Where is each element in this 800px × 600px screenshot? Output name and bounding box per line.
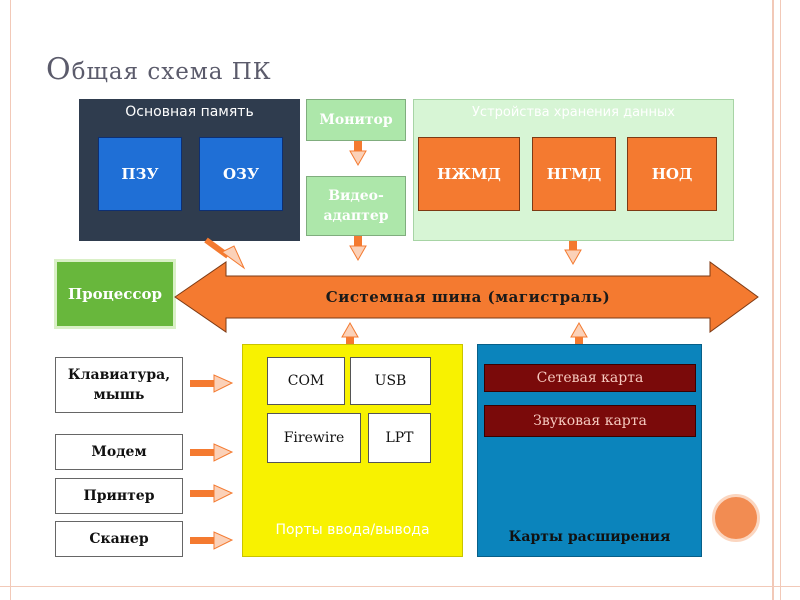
frame-left-line — [10, 0, 11, 600]
modem-arrowhead — [213, 443, 234, 462]
rom-block: ПЗУ — [98, 137, 182, 211]
frame-bottom-line — [0, 586, 800, 587]
printer-arrowhead — [213, 484, 234, 503]
network-card-block: Сетевая карта — [484, 364, 696, 392]
memory-panel-title: Основная память — [125, 104, 254, 120]
storage-connector — [569, 241, 577, 250]
com-port-block: COM — [267, 357, 345, 405]
monitor-connector — [354, 141, 362, 151]
video-adapter-block: Видео-адаптер — [306, 176, 406, 236]
monitor-arrowhead — [349, 150, 367, 167]
optical-drive-block: НОД — [627, 137, 717, 211]
cards-panel-title: Карты расширения — [508, 529, 671, 545]
frame-right-line-2 — [780, 0, 781, 600]
memory-bus-connector — [204, 237, 230, 259]
sound-card-block: Звуковая карта — [484, 405, 696, 437]
printer-block: Принтер — [55, 478, 183, 514]
scanner-arrowhead — [213, 531, 234, 550]
modem-connector — [190, 449, 214, 456]
hdd-block: НЖМД — [418, 137, 520, 211]
scanner-connector — [190, 537, 214, 544]
cards-arrowhead — [570, 321, 588, 338]
storage-arrowhead — [564, 249, 582, 266]
fdd-block: НГМД — [532, 137, 616, 211]
video-arrowhead — [349, 245, 367, 262]
keyboard-mouse-block: Клавиатура, мышь — [55, 357, 183, 413]
ports-arrowhead — [341, 321, 359, 338]
keyboard-connector — [190, 380, 214, 387]
keyboard-arrowhead — [213, 374, 234, 393]
video-connector — [354, 236, 362, 246]
modem-block: Модем — [55, 434, 183, 470]
processor-block: Процессор — [54, 259, 176, 329]
storage-panel-title: Устройства хранения данных — [472, 105, 675, 120]
ports-panel-title: Порты ввода/вывода — [275, 522, 430, 538]
frame-right-line — [772, 0, 774, 600]
lpt-port-block: LPT — [368, 413, 431, 463]
printer-connector — [190, 490, 214, 497]
monitor-block: Монитор — [306, 99, 406, 141]
system-bus-label: Системная шина (магистраль) — [325, 288, 611, 306]
memory-bus-arrowhead — [221, 245, 246, 270]
scanner-block: Сканер — [55, 521, 183, 557]
usb-port-block: USB — [350, 357, 431, 405]
decorative-circle — [712, 494, 760, 542]
ram-block: ОЗУ — [199, 137, 283, 211]
firewire-port-block: Firewire — [267, 413, 361, 463]
slide-title: Общая схема ПК — [46, 52, 272, 87]
